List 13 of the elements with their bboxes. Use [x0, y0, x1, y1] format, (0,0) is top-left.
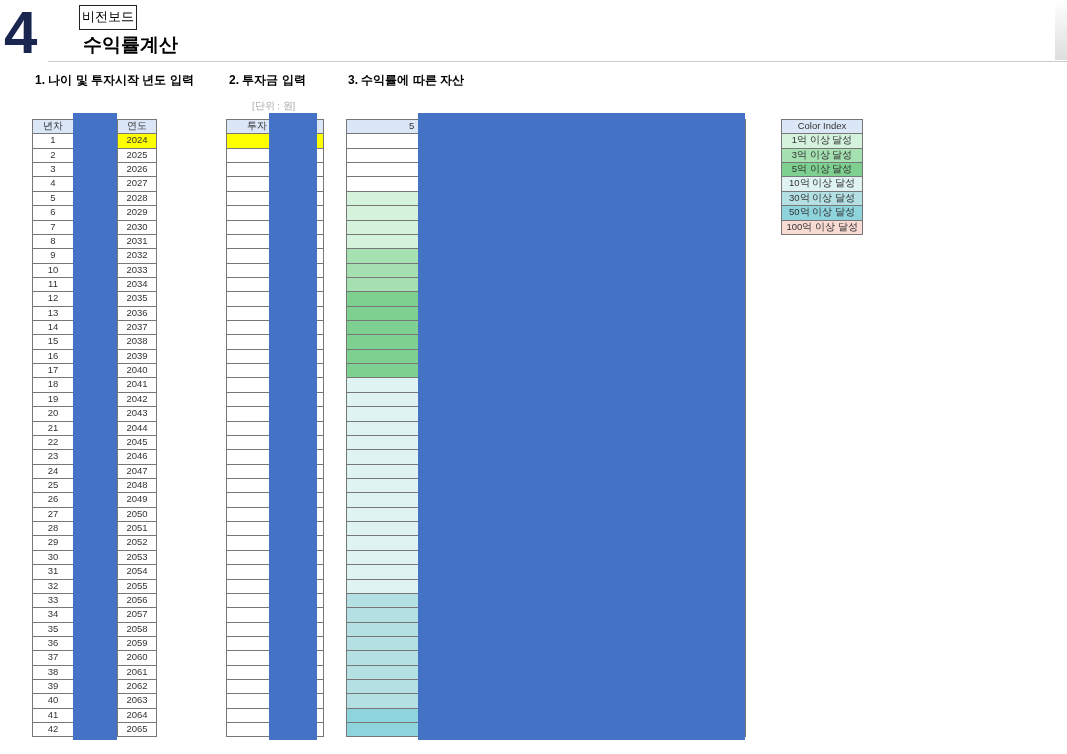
table-cell: 42: [32, 722, 74, 738]
legend-item: 1억 이상 달성: [781, 133, 863, 149]
tag-box: 비전보드: [79, 5, 137, 30]
section-heading: 1. 나이 및 투자시작 년도 입력: [35, 72, 194, 88]
table-cell: 2024: [117, 133, 157, 149]
unit-note: [단위 : 원]: [252, 100, 296, 112]
legend-item: 10억 이상 달성: [781, 176, 863, 192]
page-title: 수익률계산: [83, 33, 178, 57]
section-number: 4: [4, 0, 38, 66]
section-heading: 2. 투자금 입력: [229, 72, 306, 88]
section-heading: 3. 수익률에 따른 자산: [348, 72, 464, 88]
legend-item: 50억 이상 달성: [781, 205, 863, 221]
table-cell: 2065: [117, 722, 157, 738]
